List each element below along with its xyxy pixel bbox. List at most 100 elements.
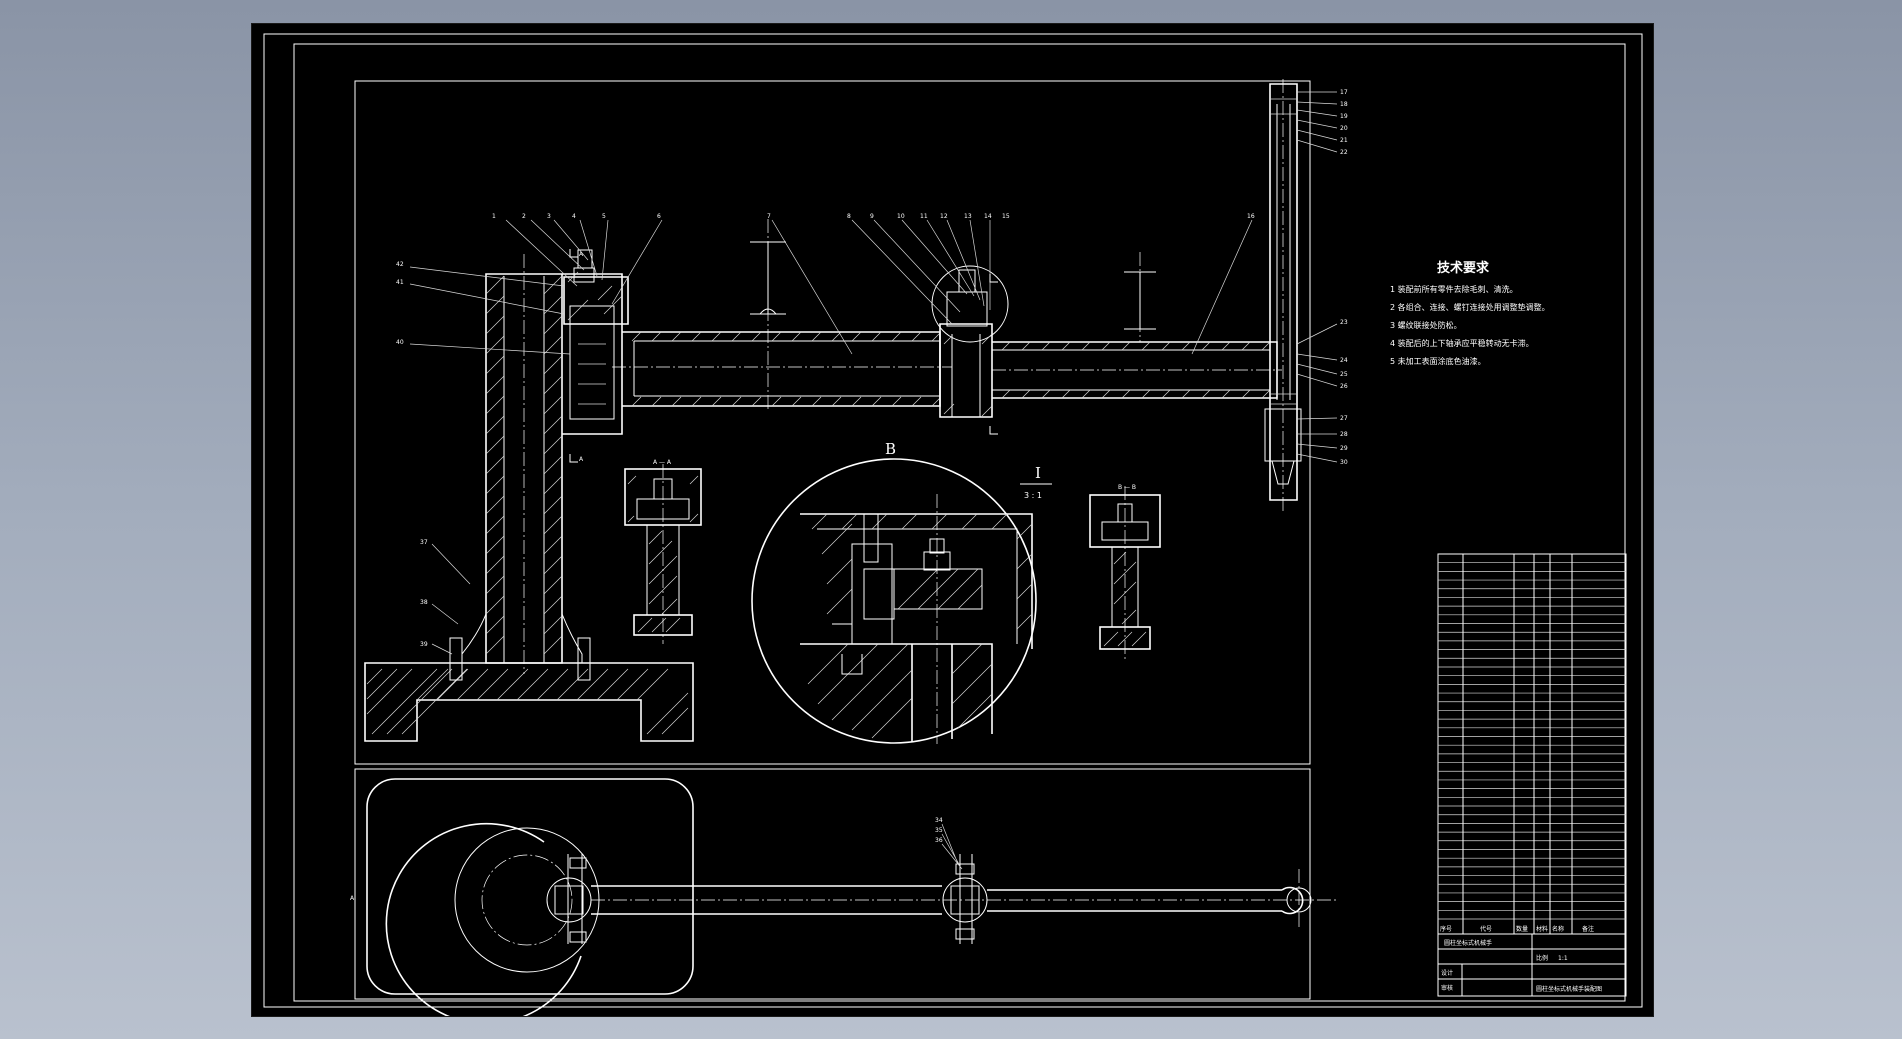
svg-text:5: 5 (602, 213, 606, 220)
title-design: 设计 (1441, 969, 1453, 977)
svg-text:36: 36 (935, 837, 943, 844)
svg-text:10: 10 (897, 213, 905, 220)
svg-text:16: 16 (1247, 213, 1255, 220)
svg-text:8: 8 (847, 213, 851, 220)
arm-1-inner (633, 340, 940, 397)
svg-text:12: 12 (940, 213, 948, 220)
detail-i-label: I (1035, 464, 1041, 482)
svg-text:37: 37 (420, 539, 428, 546)
joint2-bolt (958, 269, 976, 293)
svg-text:名称: 名称 (1552, 925, 1564, 933)
svg-text:30: 30 (1340, 459, 1348, 466)
svg-text:25: 25 (1340, 371, 1348, 378)
svg-text:数量: 数量 (1516, 925, 1528, 933)
lift-housing (562, 273, 623, 435)
joint1-housing (563, 276, 629, 325)
column-bore (503, 276, 545, 663)
wrist-rod (1276, 104, 1291, 400)
title-drawing-name: 圆柱坐标式机械手装配图 (1536, 985, 1602, 993)
arm-2-hatching (1001, 341, 1271, 399)
tech-item-4: 4 装配后的上下轴承应平稳转动无卡滞。 (1390, 338, 1534, 348)
section-b-marks (989, 274, 998, 435)
detail-i-view: B I 3 : 1 (751, 440, 1052, 744)
title-scale: 1:1 (1558, 955, 1568, 962)
outer-border (263, 33, 1643, 1008)
base-hatching (366, 668, 689, 735)
svg-text:26: 26 (1340, 383, 1348, 390)
top-view: 34 35 36 A (350, 768, 1337, 1016)
svg-text:A — A: A — A (653, 459, 672, 466)
svg-text:材料: 材料 (1536, 925, 1548, 933)
leader-lines (409, 91, 1338, 655)
detail-circle (751, 458, 1037, 744)
tech-requirements: 技术要求 1 装配前所有零件去除毛刺、清洗。 2 各组合、连接、螺钉连接处用调整… (1390, 260, 1550, 366)
svg-text:11: 11 (920, 213, 928, 220)
detail-b-label: B (885, 440, 896, 458)
column-hatching (485, 275, 563, 655)
gripper-body (1264, 408, 1302, 462)
svg-text:备注: 备注 (1582, 925, 1594, 933)
section-aa-view: A — A (624, 459, 702, 644)
title-check: 审核 (1441, 984, 1453, 992)
tech-item-5: 5 未加工表面涂底色油漆。 (1390, 356, 1486, 366)
svg-text:22: 22 (1340, 149, 1348, 156)
detail-scale: 3 : 1 (1024, 491, 1042, 500)
arm-1 (622, 331, 941, 407)
joint2-cap (946, 291, 988, 327)
section-a-top-label: A (579, 251, 584, 258)
detail-lower-body (800, 643, 993, 742)
svg-text:代号: 代号 (1480, 925, 1492, 933)
gripper-fingers (1271, 460, 1295, 485)
svg-text:24: 24 (1340, 357, 1348, 364)
svg-text:6: 6 (657, 213, 661, 220)
svg-text:20: 20 (1340, 125, 1348, 132)
base-bolt-2 (577, 637, 591, 681)
svg-text:39: 39 (420, 641, 428, 648)
arm-2-end (1281, 886, 1304, 915)
main-view-frame (354, 80, 1311, 765)
tech-item-1: 1 装配前所有零件去除毛刺、清洗。 (1390, 284, 1518, 294)
svg-text:13: 13 (964, 213, 972, 220)
detail-bearing-left (851, 543, 893, 645)
svg-text:A: A (350, 895, 355, 902)
parts-list-rows (1438, 562, 1626, 920)
joint2-top (942, 877, 988, 923)
svg-text:23: 23 (1340, 319, 1348, 326)
base-rotation-arc (385, 822, 582, 1016)
tech-item-2: 2 各组合、连接、螺钉连接处用调整垫调整。 (1390, 302, 1550, 312)
svg-text:4: 4 (572, 213, 576, 220)
title-product: 圆柱坐标式机械手 (1444, 939, 1492, 947)
lift-cylinder (569, 305, 615, 420)
joint1-cap (573, 267, 595, 283)
section-a-bottom-label: A (579, 456, 584, 463)
svg-text:7: 7 (767, 213, 771, 220)
detail-hatching (811, 513, 1033, 630)
svg-text:17: 17 (1340, 89, 1348, 96)
tech-heading: 技术要求 (1437, 260, 1490, 276)
tech-item-3: 3 螺纹联接处防松。 (1390, 320, 1462, 330)
arm-1-hatching (631, 331, 941, 407)
column (485, 273, 563, 664)
svg-text:B — B: B — B (1118, 484, 1136, 491)
joint2-housing (939, 323, 993, 418)
svg-text:14: 14 (984, 213, 992, 220)
svg-text:2: 2 (522, 213, 526, 220)
arm-2-top (987, 889, 1282, 912)
svg-text:34: 34 (935, 817, 943, 824)
arm-1-top (591, 885, 942, 915)
svg-text:1: 1 (492, 213, 496, 220)
wrist-column (1269, 83, 1298, 501)
rotation-circle (454, 827, 600, 973)
parts-list: 序号 代号 数量 材料 名称 备注 圆柱坐标式机械手 设计 审核 比例 1:1 … (1437, 553, 1627, 997)
svg-text:42: 42 (396, 261, 404, 268)
base-bolt-1 (449, 637, 463, 681)
detail-housing-top (800, 513, 1033, 649)
svg-text:27: 27 (1340, 415, 1348, 422)
svg-text:35: 35 (935, 827, 943, 834)
title-scale-label: 比例 (1536, 954, 1548, 962)
svg-text:15: 15 (1002, 213, 1010, 220)
